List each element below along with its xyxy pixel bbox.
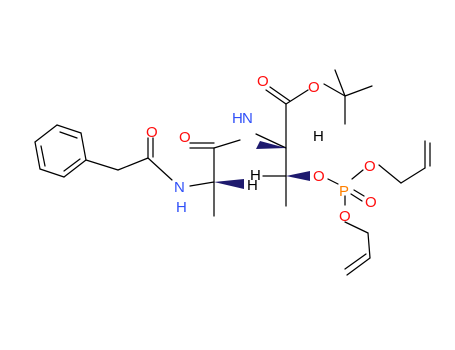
atom-o-amide: O <box>179 129 191 146</box>
bond <box>351 169 364 180</box>
atom-o-p-double: O <box>365 194 377 211</box>
bond <box>34 124 58 143</box>
bond <box>39 168 65 178</box>
bond <box>344 253 367 270</box>
bond <box>34 141 41 170</box>
bond <box>350 193 363 202</box>
atom-o-phosphate-link: O <box>313 168 325 185</box>
bond <box>117 157 149 171</box>
bond <box>147 157 173 181</box>
atom-phosphorus: P <box>339 183 349 200</box>
atom-n-left: N <box>174 179 185 196</box>
bond <box>334 69 346 97</box>
stereo-wedge <box>256 141 286 149</box>
bond <box>40 145 46 167</box>
atom-h-right: H <box>313 128 324 145</box>
atom-h-on-n-right: H <box>232 110 243 127</box>
bond <box>80 132 87 161</box>
bond <box>265 89 287 105</box>
phenyl-ring <box>34 124 87 178</box>
bond <box>189 181 215 187</box>
atom-o-ester-carbonyl: O <box>257 73 269 90</box>
bond <box>285 89 309 105</box>
stereo-wedge <box>286 171 310 181</box>
stereo-wedge <box>214 179 244 189</box>
bond <box>344 85 373 97</box>
bond <box>63 158 81 172</box>
atom-h-left: H <box>247 177 258 194</box>
atom-h-on-n-left: H <box>176 199 187 216</box>
bond <box>269 86 291 102</box>
atom-h-thr: H <box>250 167 261 184</box>
bond <box>255 133 287 149</box>
atom-o-ester: O <box>308 79 320 96</box>
atom-o-p-allyl2: O <box>339 208 351 225</box>
bond <box>85 159 119 171</box>
bond <box>346 257 371 276</box>
bond <box>400 167 426 184</box>
bond <box>378 164 402 184</box>
atom-o-phenylacetyl: O <box>146 124 158 141</box>
atom-n-right: N <box>242 110 253 127</box>
bond <box>59 131 78 139</box>
bond <box>323 83 346 97</box>
bond <box>327 178 339 185</box>
bond <box>344 221 369 234</box>
atom-o-p-allyl1: O <box>364 158 376 175</box>
bond <box>213 139 241 149</box>
bond <box>353 189 365 197</box>
bond <box>56 124 82 134</box>
bond <box>63 159 87 178</box>
bond <box>367 232 371 259</box>
